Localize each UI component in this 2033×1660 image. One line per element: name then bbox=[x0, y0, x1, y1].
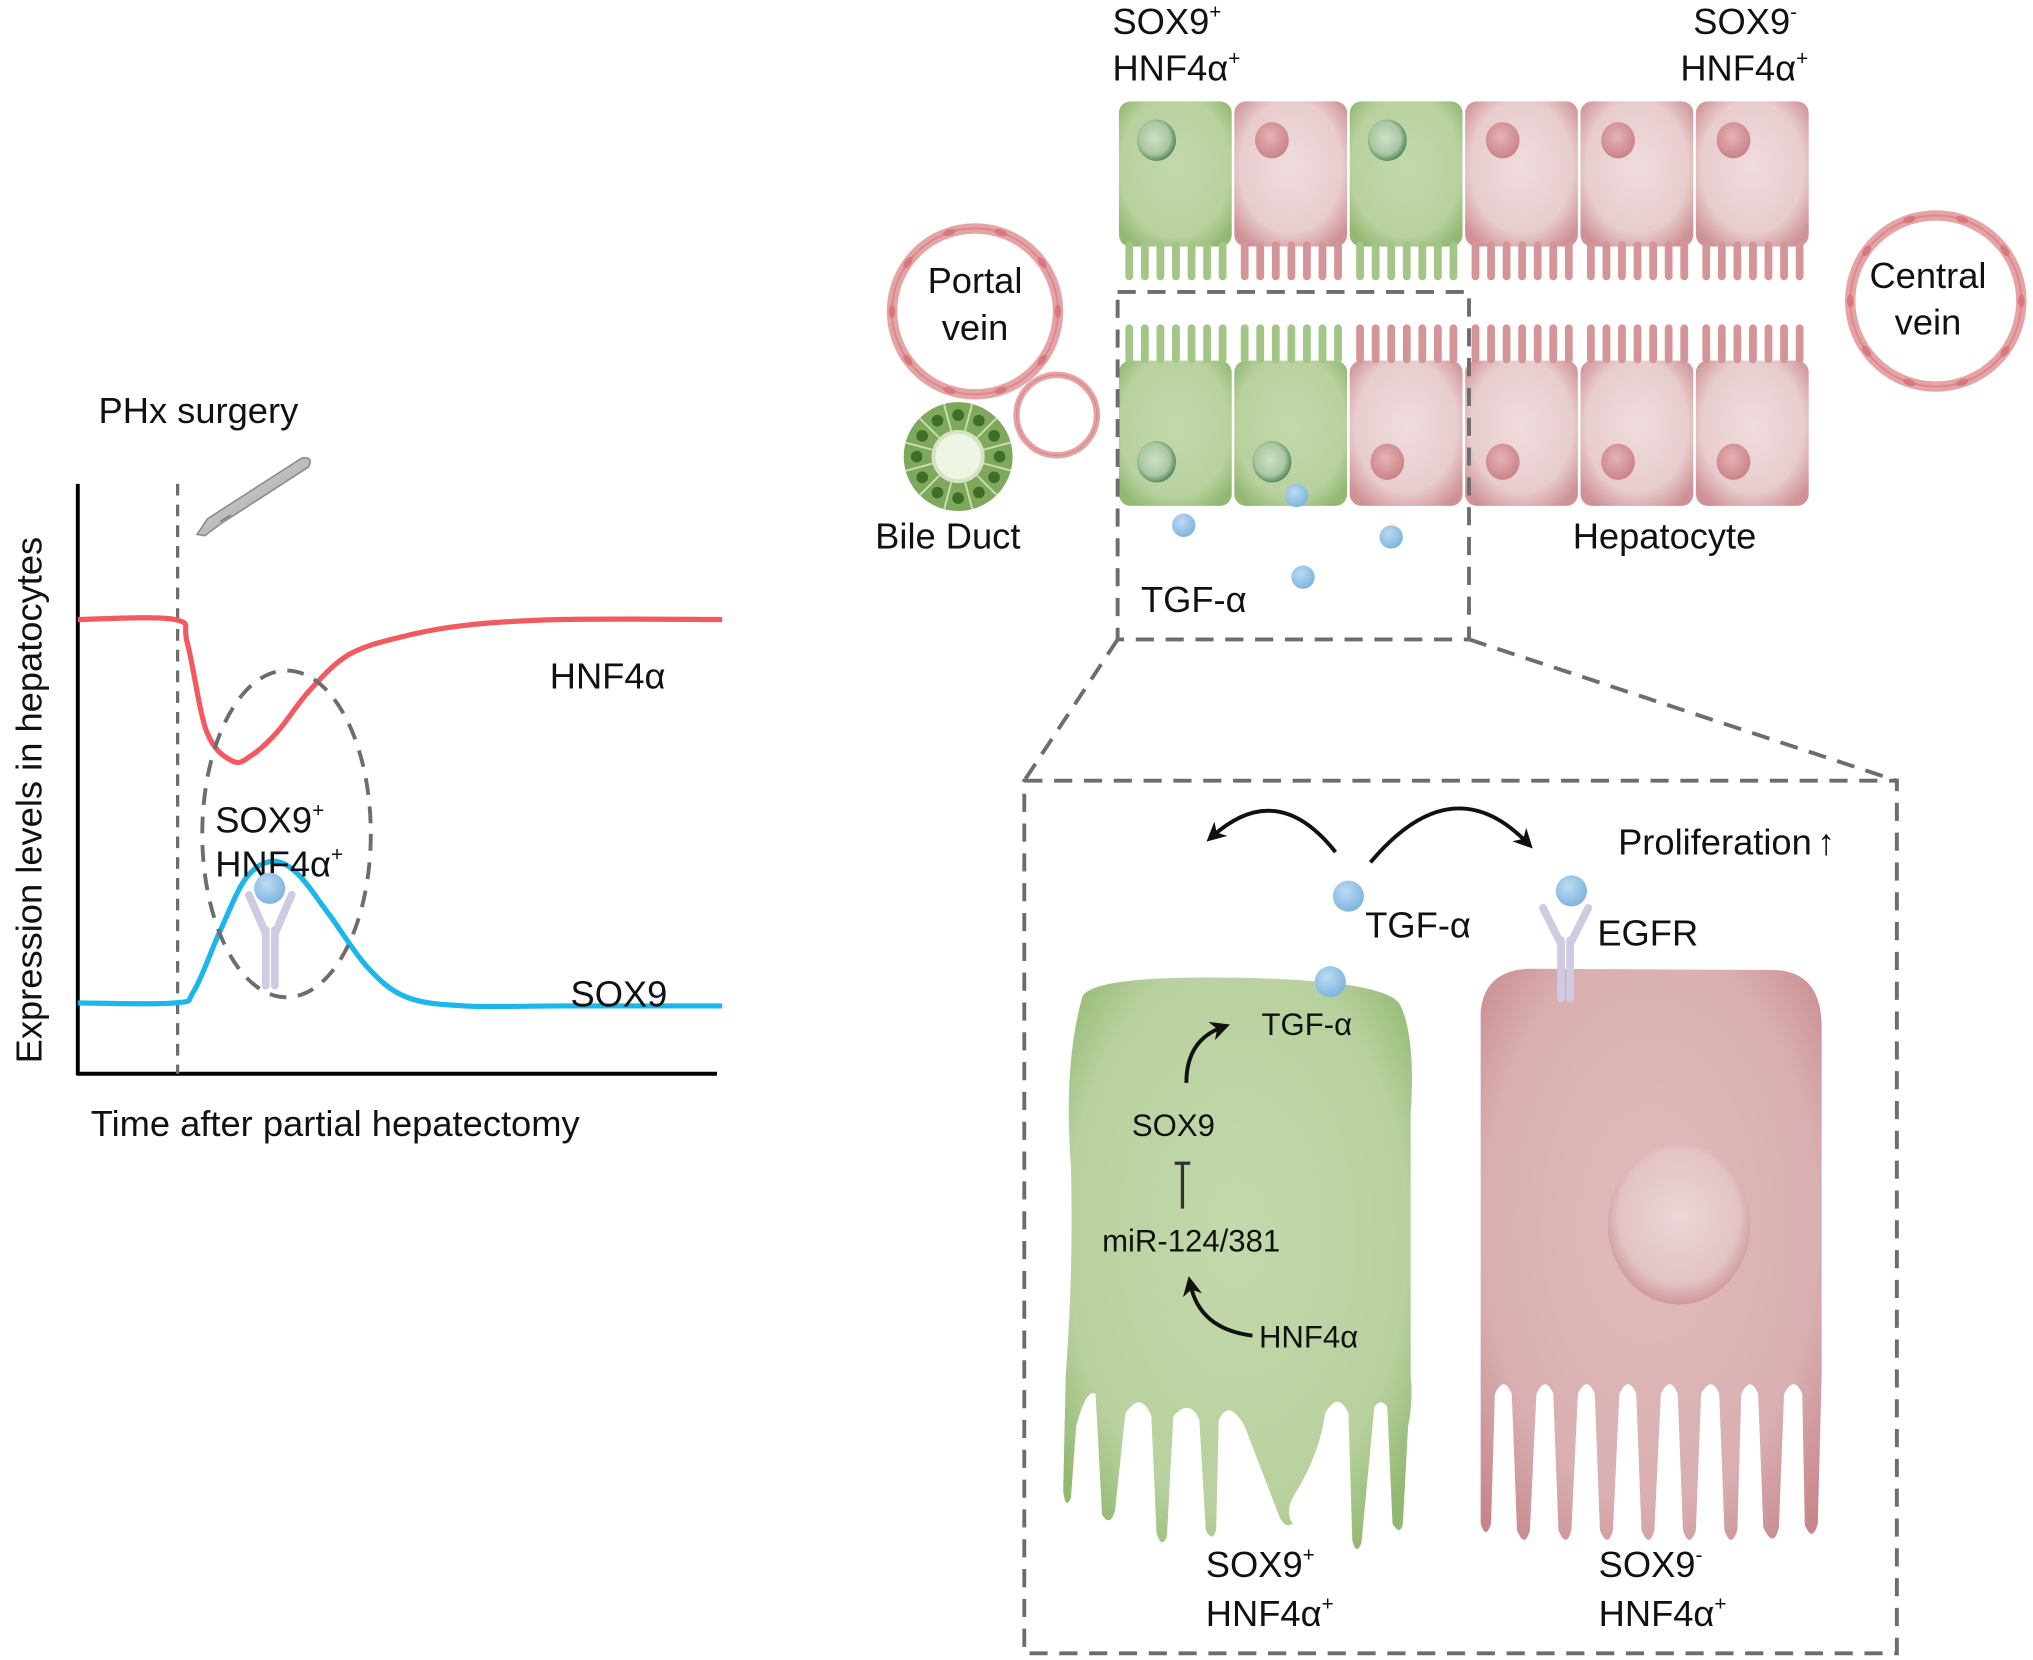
bile-duct-icon bbox=[903, 402, 1013, 512]
left-cell-label-line2: HNF4α+ bbox=[1206, 1593, 1334, 1635]
right-cell-label-line2: HNF4α+ bbox=[1599, 1593, 1727, 1635]
sox9-series-line bbox=[77, 858, 723, 1010]
portal-vein-label-line2: vein bbox=[942, 307, 1009, 348]
activation-arrow bbox=[1184, 1021, 1230, 1083]
hepatocyte-label: Hepatocyte bbox=[1573, 516, 1757, 557]
egfr-label: EGFR bbox=[1597, 912, 1698, 953]
top-left-label-line1: SOX9+ bbox=[1112, 0, 1221, 42]
top-right-label-line1: SOX9- bbox=[1693, 0, 1797, 42]
tgf-alpha-bound bbox=[1555, 875, 1587, 907]
portal-vein-icon bbox=[886, 223, 1064, 400]
nucleus bbox=[1601, 122, 1635, 159]
egfr-receptor-right bbox=[1539, 875, 1593, 1003]
ellipse-label-line2: HNF4α+ bbox=[215, 843, 343, 885]
nucleus bbox=[1370, 443, 1405, 480]
central-vein-label-line2: vein bbox=[1895, 302, 1962, 343]
nucleus bbox=[1137, 119, 1176, 161]
tgf-alpha-secreted bbox=[1314, 966, 1346, 998]
hnf4a-series-line bbox=[77, 615, 723, 766]
tgf-alpha-inside-label: TGF-α bbox=[1262, 1007, 1353, 1042]
central-vein-label-line1: Central bbox=[1869, 255, 1986, 296]
zoom-panel-border bbox=[1022, 778, 1899, 1656]
nucleus bbox=[1485, 443, 1520, 480]
tgf-alpha-dot bbox=[1291, 565, 1315, 589]
hepatocyte-row-top bbox=[1118, 101, 1809, 281]
nucleus bbox=[1716, 122, 1751, 159]
sox9-series-label: SOX9 bbox=[570, 973, 667, 1014]
tgf-alpha-free bbox=[1332, 880, 1364, 912]
ellipse-label-line1: SOX9+ bbox=[215, 799, 324, 841]
top-left-label-line2: HNF4α+ bbox=[1112, 47, 1240, 89]
hnf4a-node-label: HNF4α bbox=[1259, 1319, 1358, 1354]
hepatic-artery-icon bbox=[1013, 371, 1101, 459]
zoom-selection-box bbox=[1115, 289, 1471, 642]
portal-vein-label-line1: Portal bbox=[928, 260, 1023, 301]
hepatocyte-cell bbox=[1465, 324, 1578, 506]
egfr-receptor-left bbox=[245, 872, 296, 990]
zoom-connector-left bbox=[1022, 638, 1120, 782]
mir-node-label: miR-124/381 bbox=[1102, 1223, 1280, 1258]
sox9-positive-hepatocyte bbox=[1234, 324, 1348, 506]
tgf-alpha-dot bbox=[1284, 483, 1309, 508]
sox9-node-label: SOX9 bbox=[1132, 1108, 1215, 1143]
tgf-alpha-free-label: TGF-α bbox=[1365, 905, 1471, 946]
hepatocyte-cell bbox=[1695, 101, 1809, 281]
sox9-positive-hepatocyte bbox=[1349, 101, 1463, 281]
nucleus bbox=[1485, 122, 1520, 159]
zoom-connector-right bbox=[1468, 637, 1898, 783]
tgf-alpha-label: TGF-α bbox=[1141, 579, 1247, 620]
inhibition-icon bbox=[1174, 1161, 1191, 1209]
tgf-alpha-bound bbox=[254, 872, 286, 904]
hepatocyte-cell bbox=[1349, 324, 1463, 506]
left-cell-label-line1: SOX9+ bbox=[1206, 1543, 1315, 1585]
sox9-positive-hepatocyte bbox=[1118, 101, 1232, 281]
expression-chart: PHx surgery Expression levels in hepatoc… bbox=[8, 390, 723, 1144]
zoom-panel: Proliferation↑ TGF-α EGFR TGF-α SOX9 miR… bbox=[245, 778, 1899, 1656]
top-right-label-line2: HNF4α+ bbox=[1680, 47, 1808, 89]
autocrine-arrow bbox=[1206, 808, 1337, 854]
hepatocyte-cell bbox=[1580, 101, 1694, 281]
scalpel-icon bbox=[195, 456, 311, 537]
y-axis-label: Expression levels in hepatocytes bbox=[8, 537, 49, 1064]
right-cell-label-line1: SOX9- bbox=[1599, 1543, 1703, 1585]
phx-surgery-label: PHx surgery bbox=[99, 390, 300, 431]
hepatocyte-row-bottom bbox=[1118, 324, 1809, 506]
hepatocyte-cell bbox=[1695, 324, 1809, 506]
nucleus bbox=[1137, 441, 1176, 483]
nucleus bbox=[1255, 122, 1289, 159]
induction-arrow bbox=[1182, 1276, 1253, 1338]
nucleus bbox=[1252, 441, 1292, 483]
hepatocyte-cell bbox=[1465, 101, 1578, 281]
tgf-alpha-dot bbox=[1172, 513, 1196, 537]
lobule-diagram: SOX9+ HNF4α+ SOX9- HNF4α+ Portal vein Bi… bbox=[875, 0, 2027, 783]
nucleus bbox=[1367, 119, 1407, 161]
bile-duct-label: Bile Duct bbox=[875, 516, 1020, 557]
x-axis-label: Time after partial hepatectomy bbox=[91, 1103, 581, 1144]
tgf-alpha-dot bbox=[1379, 525, 1403, 549]
central-vein-icon bbox=[1844, 210, 2027, 392]
sox9-hnf4a-ellipse bbox=[200, 668, 373, 1000]
paracrine-arrow bbox=[1368, 806, 1533, 864]
proliferation-label: Proliferation↑ bbox=[1618, 822, 1835, 863]
hnf4a-series-label: HNF4α bbox=[550, 656, 666, 697]
nucleus bbox=[1716, 443, 1751, 480]
hepatocyte-cell bbox=[1234, 101, 1348, 281]
nucleus bbox=[1601, 443, 1635, 480]
hepatocyte-cell bbox=[1580, 324, 1694, 506]
sox9-positive-hepatocyte bbox=[1063, 977, 1412, 1549]
up-arrow-icon: ↑ bbox=[1817, 822, 1835, 863]
sox9-positive-hepatocyte bbox=[1118, 324, 1232, 506]
nucleus bbox=[1607, 1143, 1751, 1305]
